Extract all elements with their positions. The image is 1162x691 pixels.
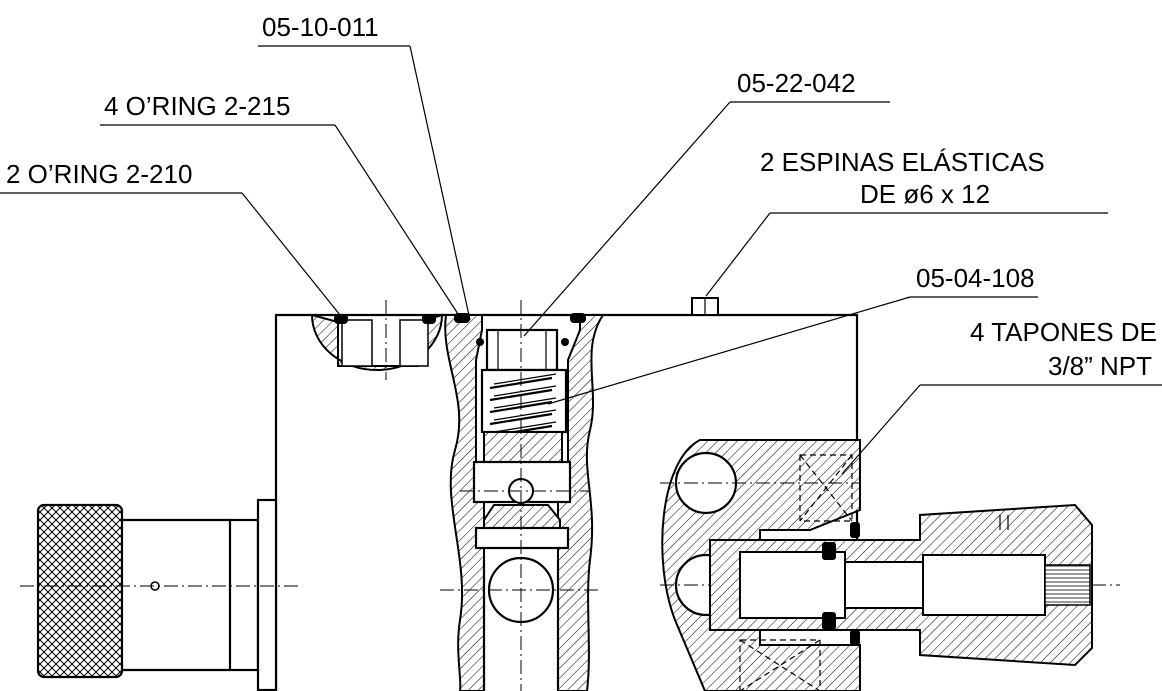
- knurled-knob: [20, 498, 300, 691]
- callout-oring-2-215: 4 O’RING 2-215: [104, 91, 290, 121]
- callout-05-04-108: 05-04-108: [916, 263, 1035, 293]
- callout-espinas-line1: 2 ESPINAS ELÁSTICAS: [760, 147, 1045, 177]
- leader-lines: [0, 45, 1162, 475]
- callout-tapones-line1: 4 TAPONES DE: [970, 317, 1157, 347]
- right-port-section: [660, 439, 1120, 691]
- callout-oring-2-210: 2 O’RING 2-210: [6, 159, 192, 189]
- callout-05-10-011: 05-10-011: [262, 12, 379, 42]
- callout-tapones-line2: 3/8” NPT: [1048, 351, 1152, 381]
- valve-cartridge-section: [440, 300, 605, 691]
- elastic-pin: [691, 297, 719, 316]
- left-plug-section: [310, 300, 444, 380]
- callout-05-22-042: 05-22-042: [737, 68, 856, 98]
- callout-espinas-line2: DE ø6 x 12: [860, 179, 990, 209]
